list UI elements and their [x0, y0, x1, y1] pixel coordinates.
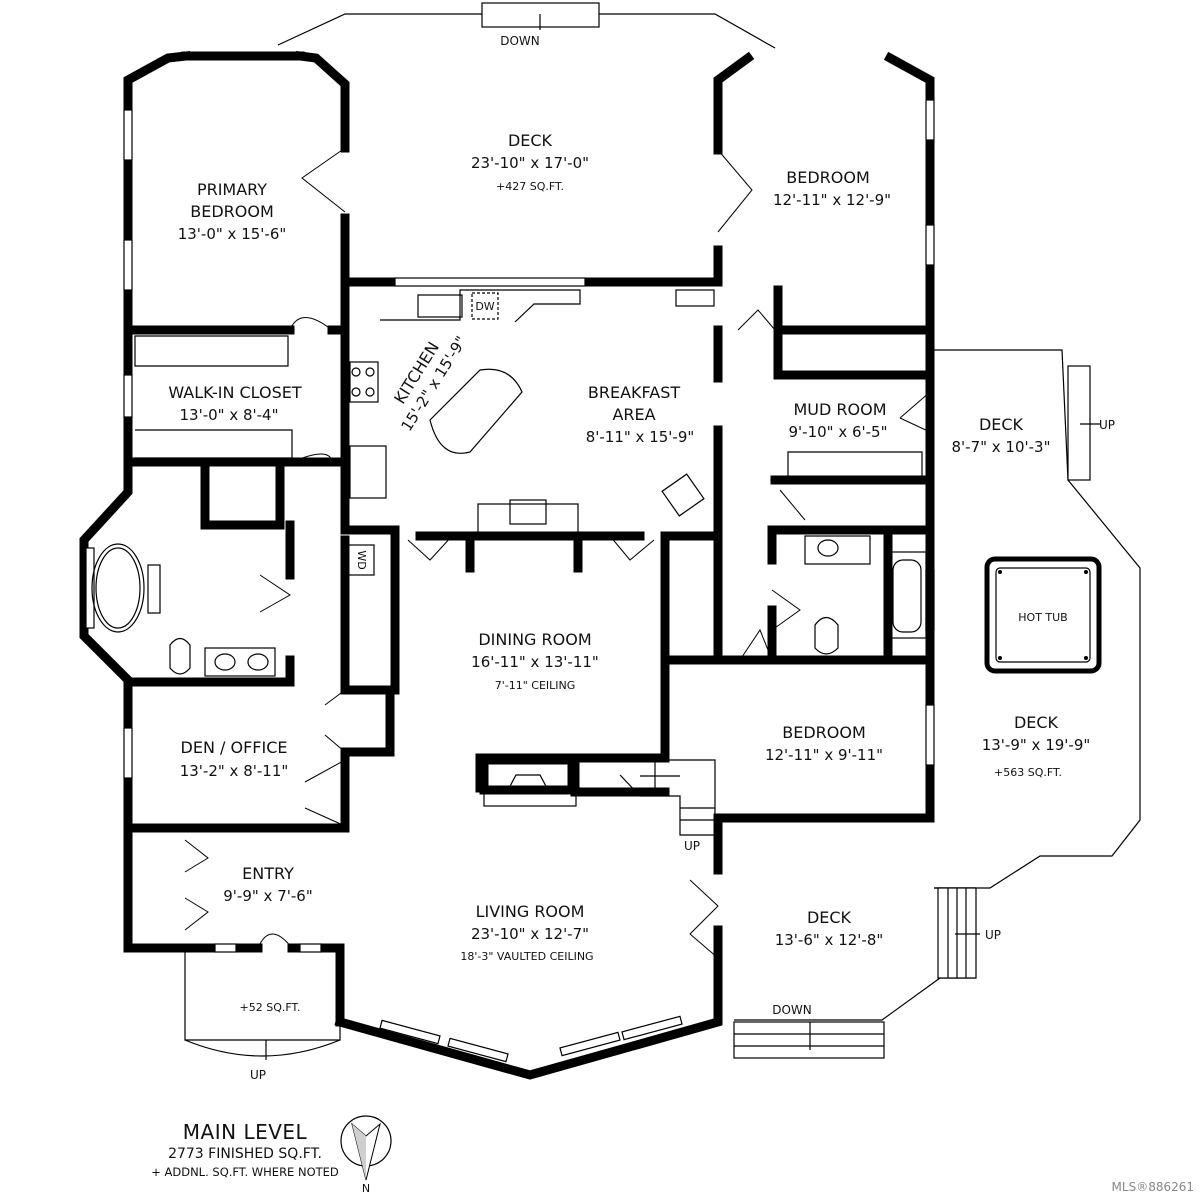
room-dims: 13'-0" x 8'-4" — [179, 406, 278, 424]
room-dims: 13'-9" x 19'-9" — [982, 736, 1091, 754]
finished-area: 2773 FINISHED SQ.FT. — [168, 1146, 322, 1162]
room-dims: 16'-11" x 13'-11" — [471, 653, 599, 671]
room-name: MUD ROOM — [793, 400, 886, 419]
room-living-room: LIVING ROOM 23'-10" x 12'-7" 18'-3" VAUL… — [460, 902, 593, 963]
up-label-porch: UP — [250, 1068, 266, 1082]
floor-legend: MAIN LEVEL 2773 FINISHED SQ.FT. + ADDNL.… — [140, 1120, 350, 1179]
east-deck-stair — [1067, 365, 1091, 481]
room-name: BEDROOM — [782, 723, 866, 742]
room-name: BEDROOM — [786, 168, 870, 187]
room-deck-se: DECK 13'-6" x 12'-8" — [775, 908, 884, 949]
additional-area-note: + ADDNL. SQ.FT. WHERE NOTED — [151, 1165, 339, 1179]
room-name: ENTRY — [242, 864, 294, 883]
room-name: DECK — [979, 415, 1024, 434]
room-name-line2: AREA — [612, 405, 655, 424]
room-deck-east: DECK 8'-7" x 10'-3" — [951, 415, 1050, 456]
room-deck-hot-tub: DECK 13'-9" x 19'-9" +563 SQ.FT. — [982, 713, 1091, 779]
room-name-line1: BREAKFAST — [588, 383, 680, 402]
room-dims: 13'-2" x 8'-11" — [180, 762, 289, 780]
fireplace — [479, 755, 577, 807]
room-deck-top: DECK 23'-10" x 17'-0" +427 SQ.FT. — [471, 131, 589, 193]
interior-stair — [619, 759, 716, 836]
north-arrow: N — [340, 1115, 392, 1195]
hot-tub — [984, 556, 1102, 674]
room-dims: 9'-10" x 6'-5" — [788, 423, 887, 441]
room-bedroom-ne: BEDROOM 12'-11" x 12'-9" — [773, 168, 891, 209]
up-label-east: UP — [1099, 418, 1115, 432]
east-deck-outline — [934, 349, 1141, 889]
room-walk-in-closet: WALK-IN CLOSET 13'-0" x 8'-4" — [168, 383, 302, 424]
hot-tub-label: HOT TUB — [1018, 611, 1067, 624]
room-dims: 8'-11" x 15'-9" — [586, 428, 695, 446]
kitchen-fixtures — [347, 289, 715, 576]
room-primary-bedroom: PRIMARY BEDROOM 13'-0" x 15'-6" — [178, 180, 287, 243]
room-name: DECK — [508, 131, 553, 150]
room-name: DECK — [807, 908, 852, 927]
room-name: DEN / OFFICE — [181, 738, 288, 757]
room-name: DECK — [1014, 713, 1059, 732]
hall-bath — [804, 535, 927, 655]
north-label: N — [362, 1182, 370, 1195]
room-dims: 13'-6" x 12'-8" — [775, 931, 884, 949]
room-breakfast-area: BREAKFAST AREA 8'-11" x 15'-9" — [586, 383, 695, 446]
room-dining-room: DINING ROOM 16'-11" x 13'-11" 7'-11" CEI… — [471, 630, 599, 692]
porch-area-note: +52 SQ.FT. — [240, 1001, 301, 1014]
room-dims: 12'-11" x 12'-9" — [773, 191, 891, 209]
room-mud-room: MUD ROOM 9'-10" x 6'-5" — [788, 400, 887, 441]
room-dims: 8'-7" x 10'-3" — [951, 438, 1050, 456]
room-note: 18'-3" VAULTED CEILING — [460, 950, 593, 963]
down-label-bottom: DOWN — [772, 1003, 812, 1017]
up-label-stair: UP — [684, 839, 700, 853]
room-kitchen: KITCHEN 15'-2" x 15'-9" — [390, 333, 470, 435]
doors — [184, 147, 931, 959]
room-name-line2: BEDROOM — [190, 202, 274, 221]
room-name: DINING ROOM — [478, 630, 591, 649]
level-title: MAIN LEVEL — [182, 1120, 308, 1144]
se-deck-stair — [937, 887, 980, 979]
room-dims: 23'-10" x 17'-0" — [471, 154, 589, 172]
room-bedroom-e: BEDROOM 12'-11" x 9'-11" — [765, 723, 883, 764]
down-label-top: DOWN — [500, 34, 540, 48]
room-name-line1: PRIMARY — [197, 180, 267, 199]
room-note: +563 SQ.FT. — [994, 766, 1062, 779]
room-note: +427 SQ.FT. — [496, 180, 564, 193]
room-dims: 13'-0" x 15'-6" — [178, 225, 287, 243]
dishwasher-label: DW — [475, 300, 494, 313]
room-note: 7'-11" CEILING — [495, 679, 576, 692]
south-deck-stair — [733, 1021, 885, 1059]
washer-dryer-label: WD — [355, 550, 368, 569]
ensuite-bath — [91, 543, 276, 677]
room-dims: 23'-10" x 12'-7" — [471, 925, 589, 943]
room-name: LIVING ROOM — [476, 902, 585, 921]
room-name: WALK-IN CLOSET — [168, 383, 302, 402]
room-entry: ENTRY 9'-9" x 7'-6" — [223, 864, 312, 905]
room-den-office: DEN / OFFICE 13'-2" x 8'-11" — [180, 738, 289, 780]
room-dims: 12'-11" x 9'-11" — [765, 746, 883, 764]
room-dims: 9'-9" x 7'-6" — [223, 887, 312, 905]
up-label-se: UP — [985, 928, 1001, 942]
mls-watermark: MLS®886261 — [1111, 1180, 1194, 1194]
windows — [85, 99, 935, 1063]
